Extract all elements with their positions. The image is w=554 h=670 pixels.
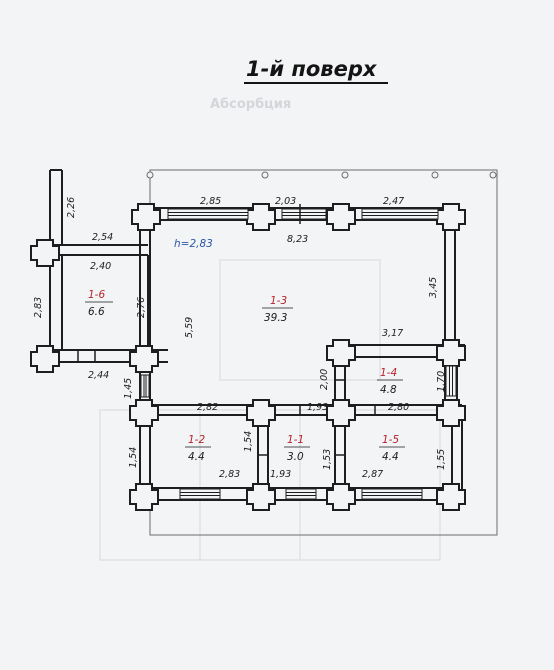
log-corner-nodes	[30, 203, 466, 511]
dim-room2-bottom: 2,83	[219, 469, 240, 480]
room-area: 6.6	[88, 306, 105, 318]
dim-top-window-mid: 2,03	[275, 196, 296, 207]
dim-porch-extension: 2,26	[66, 197, 77, 218]
room-area: 4.4	[188, 451, 205, 463]
dim-hall-height: 5,59	[184, 317, 195, 338]
dim-porch-top: 2,54	[92, 232, 113, 243]
dim-hall-width: 8,23	[287, 234, 308, 245]
room-label-1-6: 1-6 6.6	[85, 289, 113, 318]
door-marks	[77, 204, 376, 456]
dim-room2-top: 2,82	[197, 402, 218, 413]
room-id: 1-1	[287, 434, 304, 446]
dim-room4-top: 3,17	[382, 328, 403, 339]
floor-title: 1-й поверх	[246, 57, 378, 81]
dim-room5-top: 2,80	[388, 402, 409, 413]
room-id: 1-5	[382, 434, 399, 446]
dim-room6-height: 2,76	[136, 297, 147, 318]
dim-hall-right: 3,45	[428, 277, 439, 298]
room-id: 1-3	[270, 295, 287, 307]
dim-top-window-right: 2,47	[383, 196, 404, 207]
boundary-post-marks	[146, 171, 497, 179]
faint-watermark-text: Абсорбция	[210, 97, 291, 112]
windows	[140, 208, 457, 500]
room-area: 4.4	[382, 451, 399, 463]
dim-step-left: 1,45	[123, 378, 134, 399]
dim-room6-outer-height: 2,83	[33, 297, 44, 318]
dim-room4-left: 2,00	[319, 369, 330, 390]
room-label-1-1: 1-1 3.0	[284, 434, 310, 463]
dim-room5-right: 1,55	[436, 449, 447, 470]
room-label-1-5: 1-5 4.4	[379, 434, 405, 463]
walls	[40, 169, 465, 501]
dim-room4-right: 1,70	[436, 371, 447, 392]
dim-room1-top: 1,93	[307, 402, 328, 413]
dim-top-window-left: 2,85	[200, 196, 221, 207]
room-id: 1-6	[88, 289, 105, 301]
dim-room5-bottom: 2,87	[362, 469, 383, 480]
room-area: 3.0	[287, 451, 304, 463]
room-label-1-3: 1-3 39.3	[262, 295, 293, 324]
room-label-1-4: 1-4 4.8	[377, 367, 403, 396]
dim-room1-right: 1,53	[322, 449, 333, 470]
ceiling-height-label: h=2,83	[174, 238, 213, 250]
dim-room6-width: 2,40	[90, 261, 111, 272]
dim-room1-left: 1,54	[243, 431, 254, 452]
room-area: 4.8	[380, 384, 397, 396]
dim-room6-bottom: 2,44	[88, 370, 109, 381]
room-label-1-2: 1-2 4.4	[185, 434, 211, 463]
dim-room2-left: 1,54	[128, 447, 139, 468]
room-area: 39.3	[264, 312, 287, 324]
room-id: 1-2	[188, 434, 205, 446]
dim-room1-bottom: 1,93	[270, 469, 291, 480]
room-id: 1-4	[380, 367, 397, 379]
